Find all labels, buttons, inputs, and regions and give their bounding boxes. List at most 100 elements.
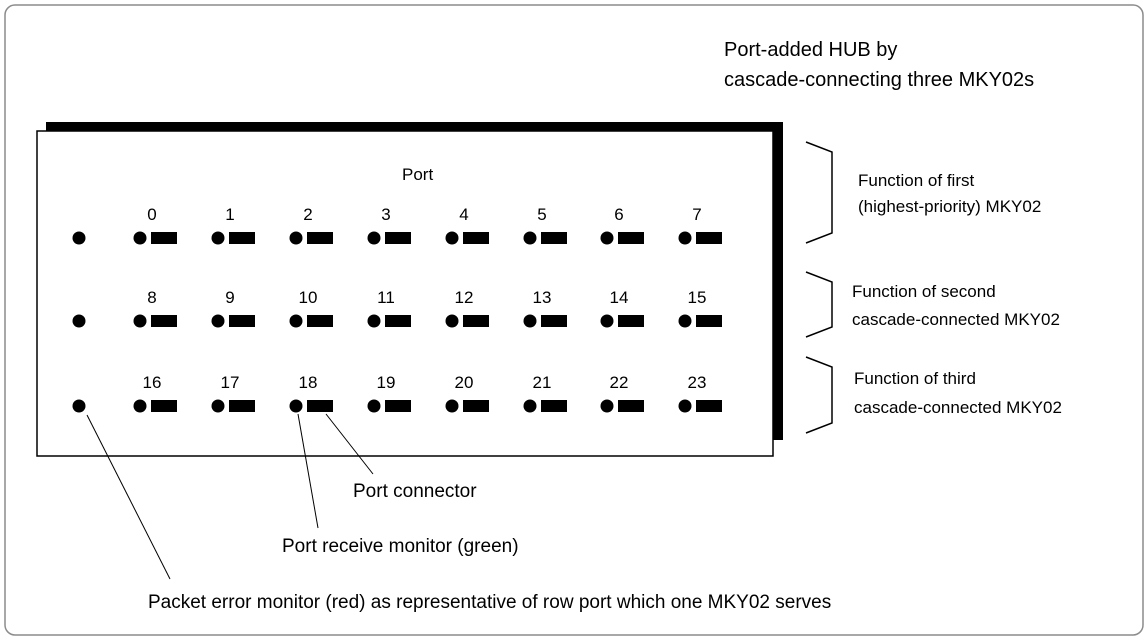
- port-number: 23: [688, 373, 707, 392]
- port: 7: [678, 205, 722, 245]
- port-connector: [229, 400, 255, 412]
- port: 19: [367, 373, 411, 413]
- function-label-line-1: Function of first: [858, 171, 974, 190]
- packet-error-monitor-label: Packet error monitor (red) as representa…: [148, 592, 831, 613]
- function-label-line-1: Function of second: [852, 282, 996, 301]
- port-receive-monitor-led: [523, 314, 537, 328]
- port: 16: [133, 373, 177, 413]
- port-connector: [541, 315, 567, 327]
- port-number: 14: [610, 288, 629, 307]
- port-number: 21: [533, 373, 552, 392]
- leader-line-packet-error-monitor: [86, 414, 171, 580]
- port-receive-monitor-led: [367, 399, 381, 413]
- port-receive-monitor-led: [678, 399, 692, 413]
- port-receive-monitor-led: [523, 231, 537, 245]
- port-number: 0: [147, 205, 156, 224]
- title-line-2: cascade-connecting three MKY02s: [724, 69, 1034, 91]
- port-connector: [151, 400, 177, 412]
- port-connector: [385, 400, 411, 412]
- port-number: 17: [221, 373, 240, 392]
- port-connector: [618, 400, 644, 412]
- port: 6: [600, 205, 644, 245]
- port-connector: [618, 232, 644, 244]
- port: 22: [600, 373, 644, 413]
- port-connector: [463, 400, 489, 412]
- port: 18: [289, 373, 333, 413]
- port: 14: [600, 288, 644, 328]
- title-line-1: Port-added HUB by: [724, 39, 897, 61]
- port: 5: [523, 205, 567, 245]
- function-brace: Function of third cascade-connected MKY02: [805, 356, 1062, 434]
- brace-bracket: [805, 356, 833, 434]
- port: 20: [445, 373, 489, 413]
- port-number: 18: [299, 373, 318, 392]
- port-connector: [307, 400, 333, 412]
- port-receive-monitor-led: [600, 399, 614, 413]
- packet-error-monitor-led: [72, 399, 86, 413]
- brace-bracket: [805, 271, 833, 338]
- port-connector: [385, 315, 411, 327]
- port-connector: [696, 315, 722, 327]
- port-receive-monitor-led: [289, 231, 303, 245]
- port: 4: [445, 205, 489, 245]
- port-row: 16 17 18 19 20 21 22 23: [72, 373, 722, 413]
- port-receive-monitor-led: [367, 314, 381, 328]
- function-label-line-2: (highest-priority) MKY02: [858, 197, 1041, 216]
- function-braces: Function of first (highest-priority) MKY0…: [805, 141, 1062, 434]
- port: 23: [678, 373, 722, 413]
- function-label-line-1: Function of third: [854, 369, 976, 388]
- port-number: 10: [299, 288, 318, 307]
- leader-line-port-receive-monitor: [297, 413, 319, 529]
- port-number: 9: [225, 288, 234, 307]
- port-receive-monitor-led: [211, 314, 225, 328]
- port-heading: Port: [402, 165, 433, 184]
- port: 21: [523, 373, 567, 413]
- port: 1: [211, 205, 255, 245]
- port-receive-monitor-led: [133, 399, 147, 413]
- brace-bracket: [805, 141, 833, 244]
- port: 15: [678, 288, 722, 328]
- port-receive-monitor-led: [678, 314, 692, 328]
- port-receive-monitor-led: [600, 231, 614, 245]
- port-number: 7: [692, 205, 701, 224]
- port-receive-monitor-led: [445, 314, 459, 328]
- port-receive-monitor-led: [367, 231, 381, 245]
- port-number: 13: [533, 288, 552, 307]
- port-number: 16: [143, 373, 162, 392]
- port-number: 19: [377, 373, 396, 392]
- port-connector: [696, 400, 722, 412]
- port-connector: [618, 315, 644, 327]
- port-row: 8 9 10 11 12 13 14 15: [72, 288, 722, 328]
- port-connector: [385, 232, 411, 244]
- function-label-line-2: cascade-connected MKY02: [852, 310, 1060, 329]
- port: 11: [367, 288, 411, 328]
- port-connector: [307, 315, 333, 327]
- port-receive-monitor-label: Port receive monitor (green): [282, 536, 519, 557]
- port-connector: [696, 232, 722, 244]
- port-connector-label: Port connector: [353, 481, 477, 502]
- port: 2: [289, 205, 333, 245]
- port-receive-monitor-led: [211, 399, 225, 413]
- port-connector: [463, 315, 489, 327]
- port-number: 11: [377, 288, 395, 307]
- port-receive-monitor-led: [133, 231, 147, 245]
- port-number: 12: [455, 288, 474, 307]
- port-connector: [229, 315, 255, 327]
- port-connector: [541, 400, 567, 412]
- port: 9: [211, 288, 255, 328]
- function-label-line-2: cascade-connected MKY02: [854, 398, 1062, 417]
- port: 13: [523, 288, 567, 328]
- leader-line-port-connector: [325, 413, 374, 475]
- port-number: 3: [381, 205, 390, 224]
- port-number: 5: [537, 205, 546, 224]
- port-receive-monitor-led: [133, 314, 147, 328]
- packet-error-monitor-led: [72, 231, 86, 245]
- port-connector: [463, 232, 489, 244]
- port-receive-monitor-led: [211, 231, 225, 245]
- port: 17: [211, 373, 255, 413]
- port-receive-monitor-led: [445, 231, 459, 245]
- port-connector: [307, 232, 333, 244]
- port-number: 8: [147, 288, 156, 307]
- port-number: 2: [303, 205, 312, 224]
